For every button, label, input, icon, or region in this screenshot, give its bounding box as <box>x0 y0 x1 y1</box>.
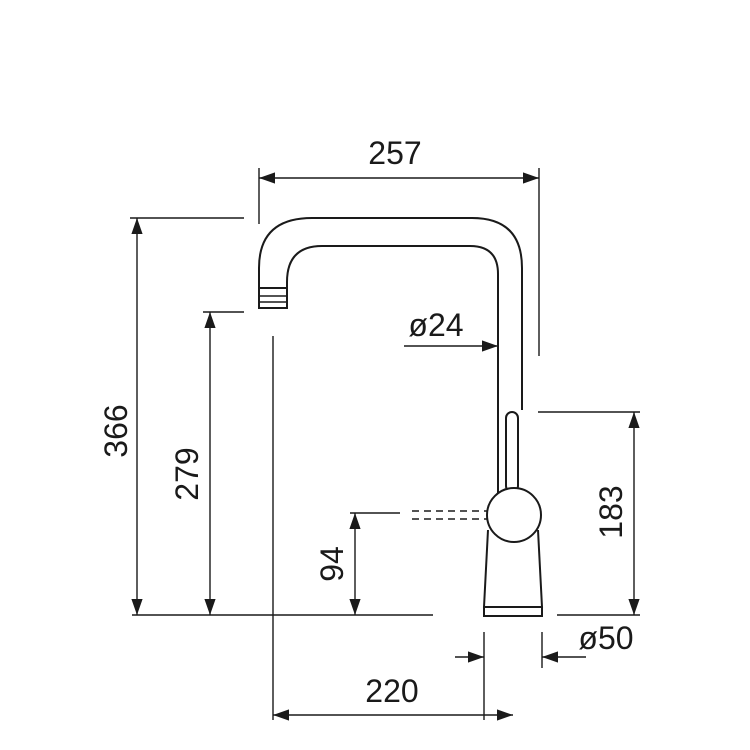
label-spout-reach: 257 <box>368 135 421 171</box>
label-handle-height: 183 <box>593 485 629 538</box>
extension-lines <box>130 168 640 720</box>
dimension-lines <box>131 172 640 721</box>
label-base-diameter: ø50 <box>578 620 633 656</box>
spout-inner-contour <box>286 245 499 498</box>
faucet-outline <box>258 217 544 617</box>
base-plate <box>483 606 543 617</box>
dimension-labels: 257 366 279 ø24 183 94 ø50 220 <box>98 135 634 709</box>
handle-hub <box>486 487 542 543</box>
label-outlet-height: 279 <box>169 447 205 500</box>
lever-handle <box>505 411 519 493</box>
label-tube-diameter: ø24 <box>408 307 463 343</box>
label-total-height: 366 <box>98 404 134 457</box>
label-hub-height: 94 <box>314 546 350 582</box>
label-outlet-to-base: 220 <box>365 673 418 709</box>
spout-outer-contour <box>258 217 523 410</box>
spout-aerator <box>258 287 288 309</box>
